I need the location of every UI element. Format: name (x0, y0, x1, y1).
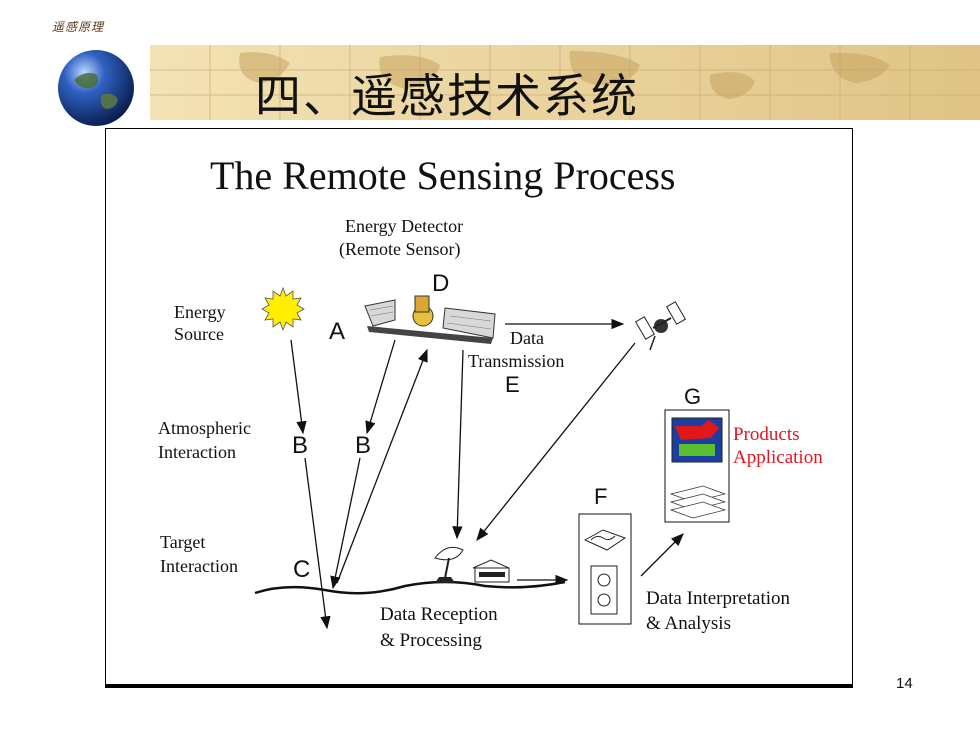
data-transmission-line1: Data (510, 328, 544, 348)
detector-label-line1: Energy Detector (345, 216, 464, 236)
interpretation-line2: & Analysis (646, 613, 731, 634)
letter-b-1: B (292, 432, 309, 459)
products-box (664, 409, 730, 523)
page-number: 14 (896, 675, 913, 692)
atmospheric-line2: Interaction (158, 442, 236, 462)
detector-label-line2: (Remote Sensor) (339, 239, 461, 259)
ground-line (254, 580, 566, 595)
products-label-line1: Products (733, 424, 800, 445)
reception-line1: Data Reception (380, 604, 498, 625)
ground-station-dish-icon (434, 546, 464, 583)
sun-icon (261, 286, 305, 332)
reception-line2: & Processing (380, 630, 482, 651)
arrow-sun-to-atmosphere (290, 339, 307, 435)
atmospheric-line1: Atmospheric (158, 418, 251, 438)
processing-building-icon (472, 559, 510, 583)
arrow-down-to-target (330, 457, 361, 590)
target-line1: Target (160, 532, 206, 552)
arrow-sensor-to-ground-station (452, 349, 464, 540)
letter-b-2: B (355, 432, 372, 459)
interpretation-box (578, 513, 632, 625)
header-banner (150, 45, 980, 120)
diagram-frame (105, 128, 853, 688)
data-transmission-line2: Transmission (468, 351, 565, 371)
letter-f: F (594, 484, 608, 509)
globe-icon (58, 50, 147, 126)
energy-source-line1: Energy (174, 302, 226, 322)
energy-source-line2: Source (174, 324, 224, 344)
letter-d: D (432, 270, 450, 297)
brand-logo-text: 遥感原理 (52, 20, 105, 34)
target-line2: Interaction (160, 556, 238, 576)
relay-satellite-icon (634, 301, 687, 351)
arrow-to-products (640, 533, 684, 577)
products-label-line2: Application (733, 447, 823, 468)
letter-e: E (505, 372, 520, 397)
letter-a: A (329, 318, 346, 345)
letter-g: G (684, 384, 702, 409)
letter-c: C (293, 556, 311, 583)
arrow-relay-to-ground-station (476, 342, 636, 542)
slide-title: 四、遥感技术系统 (255, 69, 639, 123)
arrow-sensor-to-atmosphere (365, 339, 396, 435)
remote-sensing-diagram (254, 286, 730, 630)
interpretation-line1: Data Interpretation (646, 588, 791, 609)
sensor-satellite-icon (364, 295, 496, 344)
arrow-target-to-sensor (336, 348, 428, 584)
diagram-title: The Remote Sensing Process (210, 153, 676, 198)
arrow-atmosphere-to-ground (304, 457, 331, 630)
